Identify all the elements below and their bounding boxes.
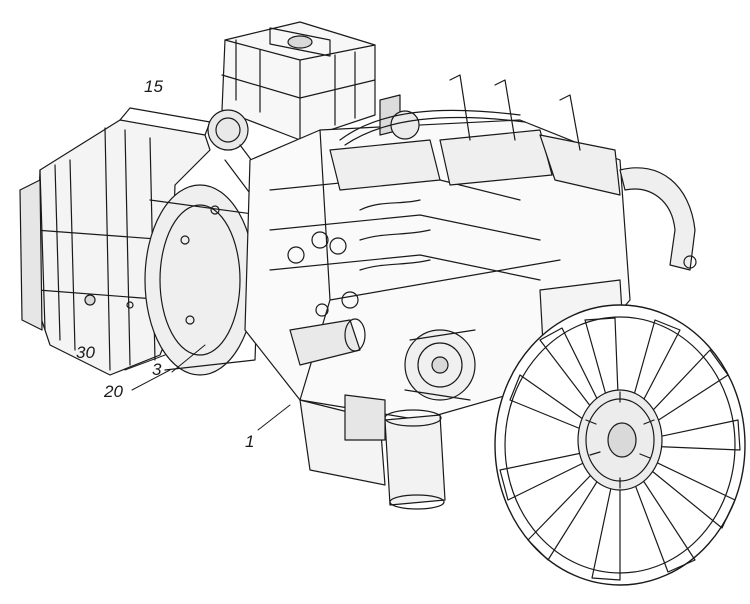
oil-filter [384,409,446,510]
bell-housing [144,184,261,376]
fuel-lines [287,109,526,317]
callout-label-15: 15 [144,77,163,96]
cylinder-head-covers [329,129,621,196]
expansion-tank [221,21,376,141]
intake-pipe [619,167,697,271]
callout-label-1: 1 [245,432,255,451]
callout-label-20: 20 [104,382,123,401]
starter-motor [289,318,366,366]
viscous-fan-clutch [577,389,663,491]
cooling-fan [494,304,746,586]
oil-sump [299,394,386,486]
callout-label-30: 30 [76,343,95,362]
callout-label-3: 3 [152,360,162,379]
alternator [404,329,476,401]
callout-leaders [124,344,291,431]
fan-blades [499,317,741,581]
